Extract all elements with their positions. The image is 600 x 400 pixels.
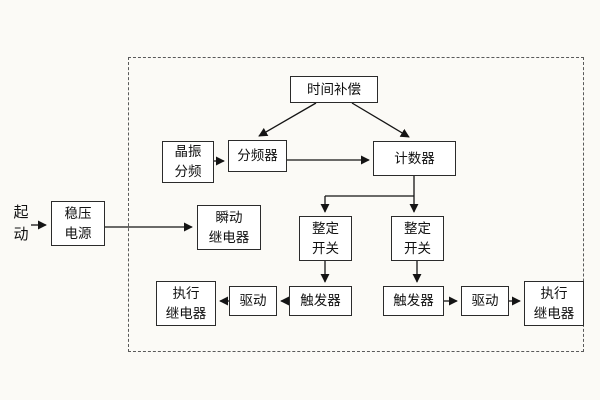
block-trigger-left-label: 触发器 [300, 293, 341, 309]
block-trigger-right-label: 触发器 [393, 293, 434, 309]
block-exec-relay-right-line1: 执行 [540, 285, 568, 301]
block-frequency-divider-label: 分频器 [237, 148, 278, 164]
block-time-compensation-label: 时间补偿 [307, 81, 361, 97]
block-power-supply-line1: 稳压 [64, 205, 92, 221]
block-instant-relay-line1: 瞬动 [215, 209, 243, 225]
block-exec-relay-right: 执行 继电器 [524, 281, 584, 326]
dashed-boundary [128, 57, 584, 352]
block-drive-left: 驱动 [229, 286, 277, 316]
block-exec-relay-left-line2: 继电器 [165, 305, 207, 321]
start-label-line1: 起 [13, 204, 29, 221]
block-exec-relay-right-line2: 继电器 [533, 305, 575, 321]
block-trigger-right: 触发器 [383, 286, 444, 316]
block-power-supply: 稳压 电源 [51, 201, 105, 246]
block-crystal-divider-line1: 晶振 [174, 144, 202, 160]
block-setting-switch-right-line2: 开关 [404, 240, 431, 256]
block-crystal-divider-line2: 分频 [174, 164, 202, 179]
block-crystal-divider: 晶振 分频 [162, 141, 214, 183]
block-instant-relay: 瞬动 继电器 [197, 205, 261, 250]
block-frequency-divider: 分频器 [228, 140, 287, 172]
block-counter-label: 计数器 [394, 150, 435, 166]
block-setting-switch-right-line1: 整定 [404, 220, 431, 236]
block-setting-switch-left-line1: 整定 [312, 220, 339, 236]
block-setting-switch-left: 整定 开关 [299, 216, 352, 261]
block-setting-switch-left-line2: 开关 [312, 240, 339, 256]
block-drive-right-label: 驱动 [471, 293, 499, 309]
block-time-compensation: 时间补偿 [290, 76, 378, 103]
block-exec-relay-left-line1: 执行 [172, 285, 200, 301]
block-trigger-left: 触发器 [289, 286, 352, 316]
block-drive-left-label: 驱动 [239, 293, 267, 309]
block-instant-relay-line2: 继电器 [208, 229, 250, 245]
block-drive-right: 驱动 [461, 286, 509, 316]
block-exec-relay-left: 执行 继电器 [156, 281, 216, 326]
block-counter: 计数器 [373, 141, 456, 176]
block-setting-switch-right: 整定 开关 [391, 216, 444, 261]
start-label: 起 动 [8, 202, 34, 246]
block-power-supply-line2: 电源 [64, 225, 92, 241]
start-label-line2: 动 [13, 226, 29, 243]
